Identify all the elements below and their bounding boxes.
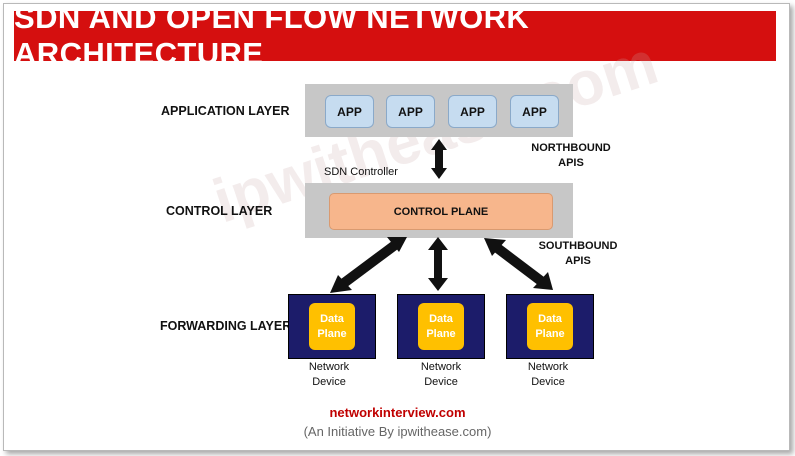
- network-device-1: Data Plane: [288, 294, 376, 359]
- network-device-label-1: Network Device: [284, 360, 374, 390]
- control-plane-box: CONTROL PLANE: [329, 193, 553, 230]
- data-plane-text: Data: [429, 312, 453, 325]
- device-label-line: Device: [424, 376, 458, 388]
- southbound-line-2: APIS: [565, 255, 591, 267]
- data-plane-text: Plane: [535, 327, 565, 340]
- sdn-controller-label: SDN Controller: [324, 166, 398, 178]
- southbound-line-1: SOUTHBOUND: [538, 240, 618, 252]
- southbound-apis-label: SOUTHBOUND APIS: [523, 239, 633, 269]
- network-device-label-3: Network Device: [503, 360, 593, 390]
- network-device-2: Data Plane: [397, 294, 485, 359]
- forwarding-layer-label: FORWARDING LAYER: [160, 319, 292, 333]
- app-box-3: APP: [448, 95, 497, 128]
- network-device-3: Data Plane: [506, 294, 594, 359]
- data-plane-2: Data Plane: [418, 303, 464, 350]
- southbound-arrow-right: [492, 243, 545, 285]
- control-layer-label: CONTROL LAYER: [166, 204, 273, 218]
- southbound-arrow-center: [428, 237, 448, 291]
- data-plane-3: Data Plane: [527, 303, 573, 350]
- northbound-arrow: [431, 139, 447, 179]
- footer-site-link[interactable]: networkinterview.com: [329, 405, 466, 420]
- data-plane-text: Plane: [426, 327, 456, 340]
- data-plane-text: Data: [320, 312, 344, 325]
- northbound-apis-label: NORTHBOUND APIS: [516, 141, 626, 171]
- device-label-line: Device: [312, 376, 346, 388]
- southbound-arrow-left: [341, 240, 398, 288]
- data-plane-1: Data Plane: [309, 303, 355, 350]
- footer-initiative: (An Initiative By ipwithease.com): [303, 424, 492, 439]
- device-label-line: Network: [308, 361, 350, 373]
- network-device-label-2: Network Device: [396, 360, 486, 390]
- device-label-line: Network: [420, 361, 462, 373]
- app-box-2: APP: [386, 95, 435, 128]
- northbound-line-2: APIS: [558, 157, 584, 169]
- device-label-line: Device: [531, 376, 565, 388]
- application-layer-label: APPLICATION LAYER: [161, 104, 290, 118]
- data-plane-text: Plane: [317, 327, 347, 340]
- device-label-line: Network: [527, 361, 569, 373]
- northbound-line-1: NORTHBOUND: [531, 142, 611, 154]
- app-box-4: APP: [510, 95, 559, 128]
- data-plane-text: Data: [538, 312, 562, 325]
- app-box-1: APP: [325, 95, 374, 128]
